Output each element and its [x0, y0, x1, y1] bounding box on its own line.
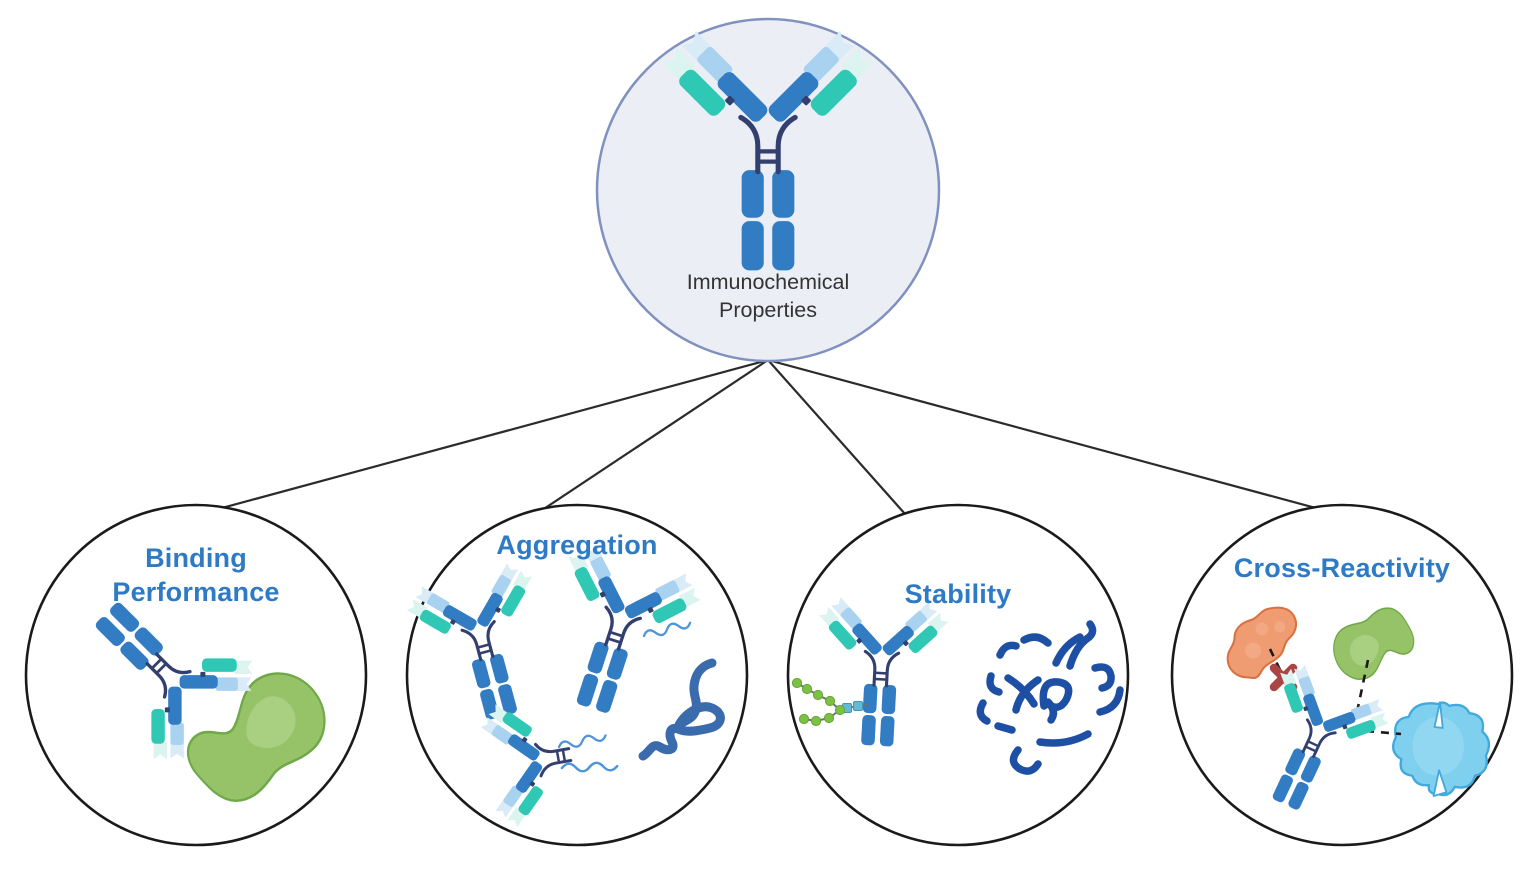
- cross-reactivity-illustration: [1226, 601, 1491, 830]
- unfolded-protein-strand-icon: [638, 658, 725, 761]
- antigen-blob-blue-icon: [1392, 701, 1491, 797]
- node-label-binding-performance: Binding Performance: [112, 543, 280, 608]
- antigen-blob-orange-icon: [1226, 606, 1298, 680]
- node-label-aggregation: Aggregation: [496, 530, 658, 560]
- glycan-icon: [791, 677, 869, 727]
- root-node-label: Immunochemical Properties: [686, 270, 850, 323]
- stability-circle: [786, 503, 1130, 847]
- root-node-circle: [595, 17, 941, 363]
- connector-lines: [125, 358, 1387, 561]
- node-label-stability: Stability: [904, 579, 1012, 609]
- node-label-cross-reactivity: Cross-Reactivity: [1233, 553, 1451, 583]
- aggregation-illustration: [400, 536, 725, 832]
- degraded-peptide-fragments-icon: [976, 620, 1124, 775]
- stability-illustration: [791, 595, 1124, 775]
